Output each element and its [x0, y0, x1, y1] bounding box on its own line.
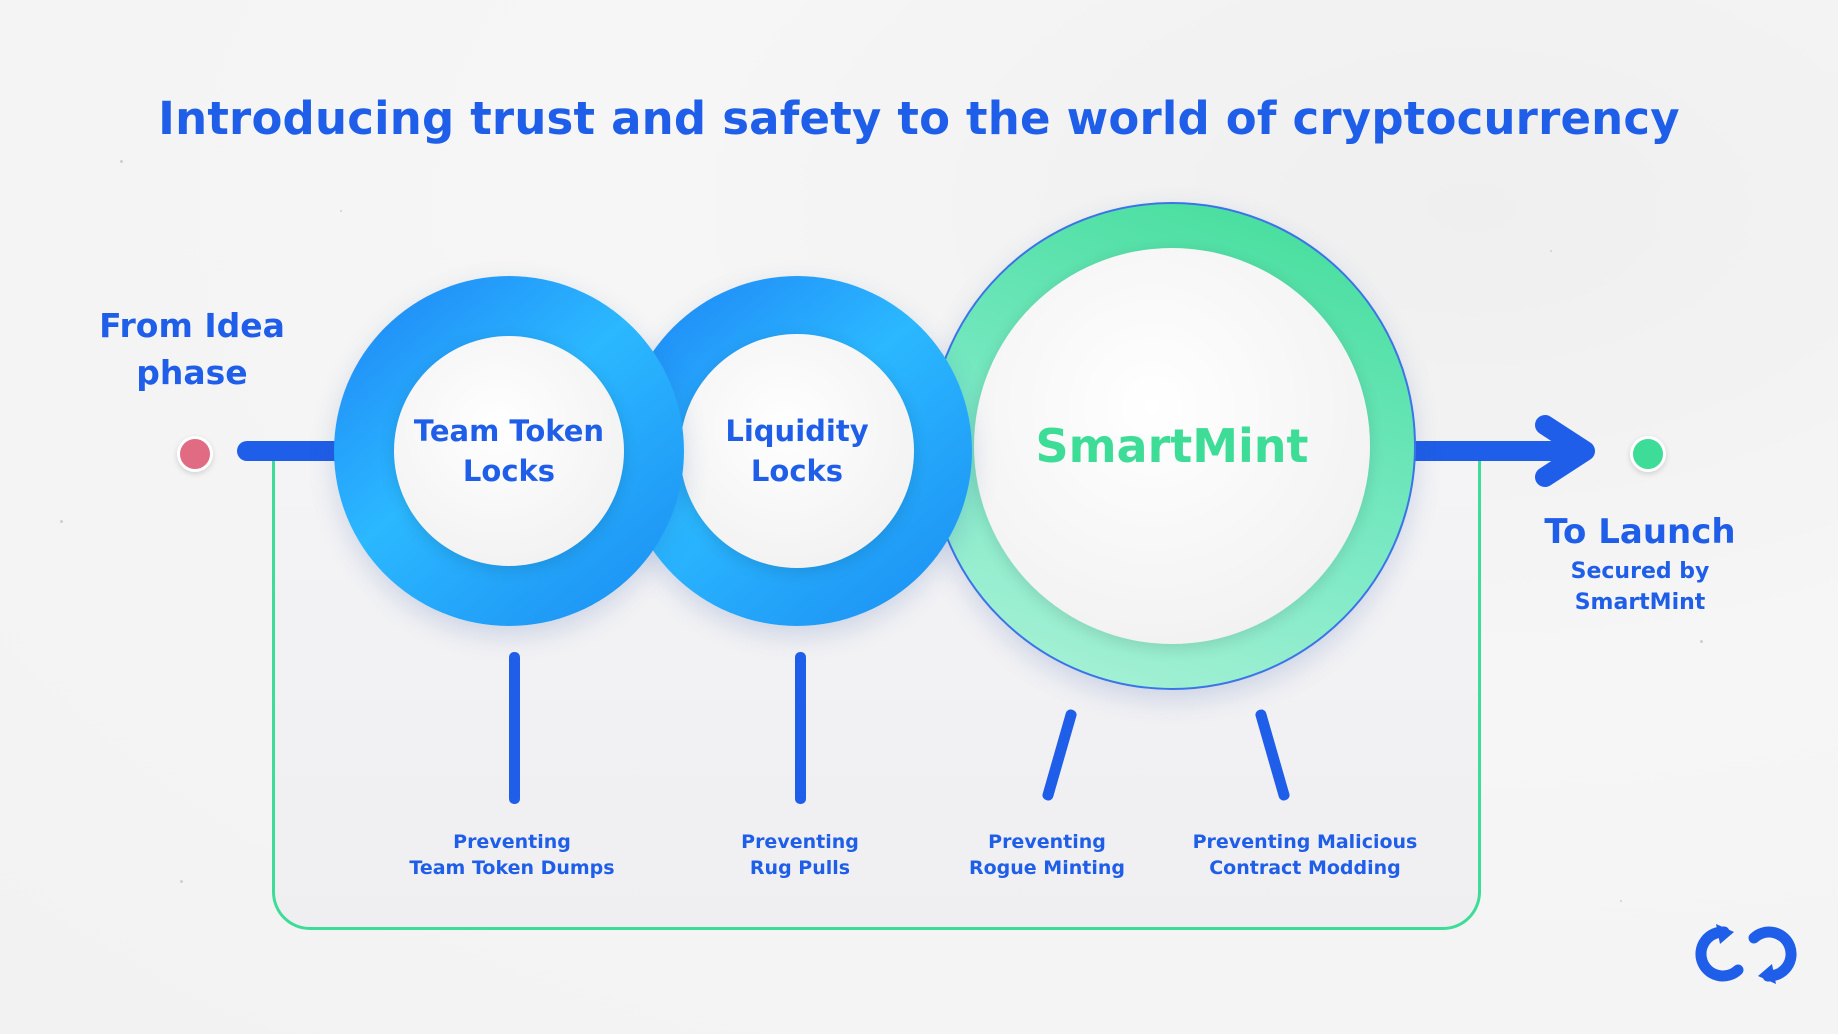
background-speck: [120, 160, 123, 163]
team-token-locks-label: Team Token Locks: [413, 414, 605, 488]
connector-bar-liquidity: [795, 652, 806, 804]
team-token-locks-core: Team Token Locks: [394, 336, 624, 566]
background-speck: [340, 210, 342, 212]
end-dot: [1630, 436, 1666, 472]
end-label: To Launch: [1544, 512, 1736, 552]
page-title: Introducing trust and safety to the worl…: [158, 92, 1680, 145]
background-speck: [1550, 250, 1552, 252]
liquidity-locks-label: Liquidity Locks: [725, 414, 869, 488]
start-label: From Idea phase: [99, 306, 285, 392]
arrow-right-icon: [1535, 415, 1595, 487]
caption-malicious-contract-modding: Preventing Malicious Contract Modding: [1192, 831, 1418, 879]
background-speck: [1620, 900, 1622, 902]
caption-team-token-dumps: Preventing Team Token Dumps: [409, 831, 615, 879]
end-sublabel: Secured by SmartMint: [1570, 559, 1710, 615]
background-speck: [180, 880, 183, 883]
start-dot: [177, 436, 213, 472]
smartmint-ring: SmartMint: [928, 202, 1416, 690]
smartmint-core: SmartMint: [974, 248, 1370, 644]
caption-rogue-minting: Preventing Rogue Minting: [969, 831, 1125, 879]
connector-bar-team-token: [509, 652, 520, 804]
caption-rug-pulls: Preventing Rug Pulls: [741, 831, 859, 879]
team-token-locks-ring: Team Token Locks: [334, 276, 684, 626]
background-speck: [60, 520, 63, 523]
background-speck: [1700, 640, 1703, 643]
smartmint-label: SmartMint: [1035, 419, 1309, 473]
liquidity-locks-core: Liquidity Locks: [680, 334, 914, 568]
